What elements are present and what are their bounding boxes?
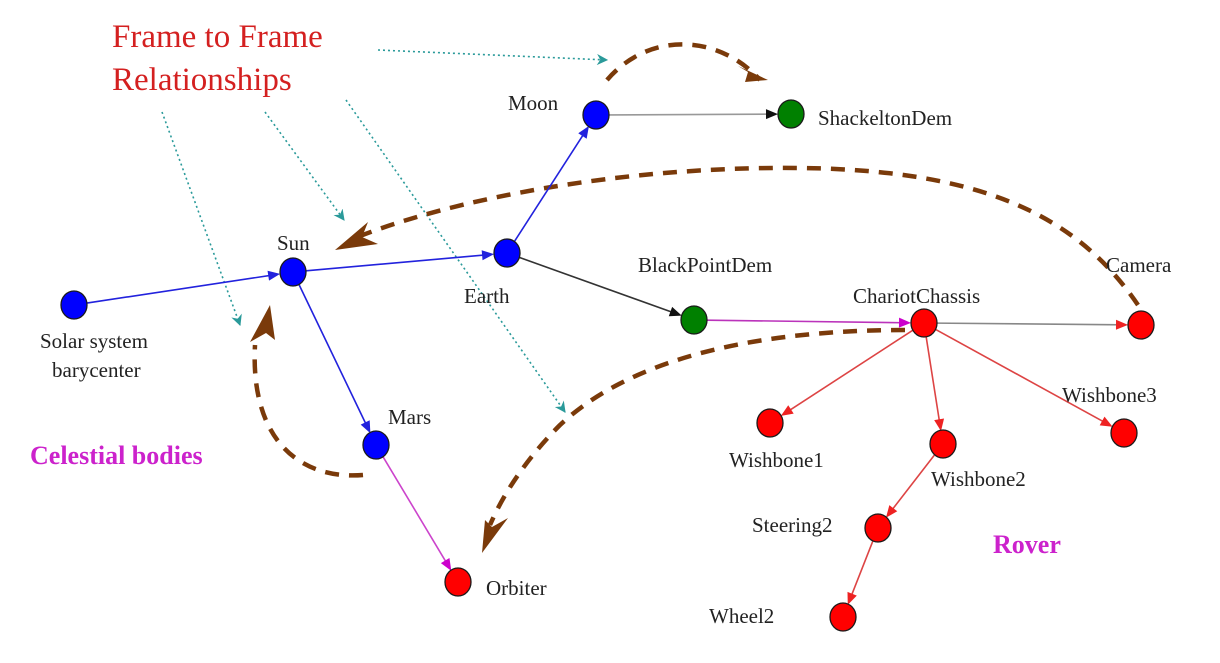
edge-ssb-to-sun [86, 274, 275, 304]
node-sun [279, 257, 307, 287]
relationship-arrows [250, 42, 1140, 553]
edge-arrowhead-chassis-to-wishbone3 [1099, 416, 1113, 427]
node-ssb [60, 290, 88, 320]
node-camera [1127, 310, 1155, 340]
edge-arrowhead-sun-to-earth [481, 250, 495, 261]
edge-arrowhead-moon-to-shackleton [765, 109, 779, 120]
edge-arrowhead-chassis-to-wishbone1 [780, 405, 794, 416]
node-mars [362, 430, 390, 460]
node-label-orbiter: Orbiter [486, 576, 547, 600]
edge-chassis-to-wishbone2 [925, 335, 941, 426]
pointer-arrow-to-camera-relation [264, 111, 345, 221]
edge-arrowhead-blackpoint-to-chassis [898, 317, 912, 328]
pointer-arrow-to-moon-relation [377, 49, 609, 66]
node-label-wishbone3: Wishbone3 [1062, 383, 1157, 407]
node-label-blackpoint: BlackPointDem [638, 253, 772, 277]
node-wishbone3 [1110, 418, 1138, 448]
relation-arrowhead-moon-to-shackleton [738, 66, 768, 82]
edge-chassis-to-wishbone3 [935, 328, 1108, 425]
node-wishbone2 [929, 429, 957, 459]
edge-steering2-to-wheel2 [849, 539, 874, 600]
edge-arrowhead-chassis-to-wishbone2 [934, 418, 945, 432]
edge-arrowhead-chassis-to-camera [1115, 319, 1129, 330]
edge-chassis-to-camera [936, 322, 1123, 326]
node-label-chassis: ChariotChassis [853, 284, 980, 308]
node-blackpoint [680, 305, 708, 335]
group-label-celestial-bodies: Celestial bodies [30, 441, 203, 470]
node-orbiter [444, 567, 472, 597]
node-label-ssb-line2: barycenter [52, 358, 141, 382]
node-label-mars: Mars [388, 405, 431, 429]
node-label-ssb-line1: Solar system [40, 329, 148, 353]
node-chassis [910, 308, 938, 338]
relation-arrowhead-chassis-to-orbiter [482, 518, 508, 553]
edge-wishbone2-to-steering2 [888, 453, 936, 514]
edge-arrowhead-ssb-to-sun [267, 270, 281, 281]
pointer-arrows [161, 49, 609, 413]
node-label-camera: Camera [1106, 253, 1172, 277]
edge-arrowhead-sun-to-mars [360, 420, 371, 434]
node-label-wishbone1: Wishbone1 [729, 448, 824, 472]
pointer-arrow-to-orbiter-relation [345, 99, 566, 413]
edge-arrowhead-earth-to-blackpoint [668, 306, 682, 317]
diagram-title: Frame to Frame Relationships [112, 19, 323, 98]
node-label-sun: Sun [277, 231, 310, 255]
edge-arrowhead-steering2-to-wheel2 [847, 591, 857, 605]
title-line-1: Frame to Frame [112, 19, 323, 55]
node-earth [493, 238, 521, 268]
edge-moon-to-shackleton [608, 113, 773, 116]
node-label-wheel2: Wheel2 [709, 604, 774, 628]
frame-edges [86, 109, 1129, 605]
title-line-2: Relationships [112, 62, 292, 98]
edge-arrowhead-earth-to-moon [578, 125, 589, 139]
node-wheel2 [829, 602, 857, 632]
frame-labels: Solar system barycenter Sun Earth Moon M… [40, 91, 1172, 628]
edge-arrowhead-wishbone2-to-steering2 [885, 505, 898, 518]
node-steering2 [864, 513, 892, 543]
node-label-moon: Moon [508, 91, 559, 115]
relation-arrow-mars-to-sun [252, 344, 364, 478]
edge-earth-to-blackpoint [518, 256, 677, 315]
edge-sun-to-mars [297, 283, 369, 429]
pointer-arrow-to-mars-relation [161, 111, 242, 327]
node-label-steering2: Steering2 [752, 513, 832, 537]
edge-arrowhead-mars-to-orbiter [440, 557, 452, 571]
frame-nodes [60, 99, 1155, 632]
node-label-wishbone2: Wishbone2 [931, 467, 1026, 491]
relation-arrow-camera-to-sun [354, 165, 1140, 307]
edge-earth-to-moon [513, 130, 587, 243]
node-label-shackleton: ShackeltonDem [818, 106, 952, 130]
node-label-earth: Earth [464, 284, 510, 308]
node-moon [582, 100, 610, 130]
relation-arrow-chassis-to-orbiter [487, 327, 906, 526]
edge-mars-to-orbiter [381, 455, 449, 567]
relation-arrowhead-camera-to-sun [335, 222, 378, 250]
relation-arrowhead-mars-to-sun [250, 305, 275, 342]
node-wishbone1 [756, 408, 784, 438]
edge-sun-to-earth [305, 253, 489, 272]
node-shackleton [777, 99, 805, 129]
edge-chassis-to-wishbone1 [785, 329, 914, 414]
relation-arrow-moon-to-shackleton [605, 42, 762, 82]
group-label-rover: Rover [993, 530, 1061, 559]
edge-blackpoint-to-chassis [706, 319, 906, 324]
